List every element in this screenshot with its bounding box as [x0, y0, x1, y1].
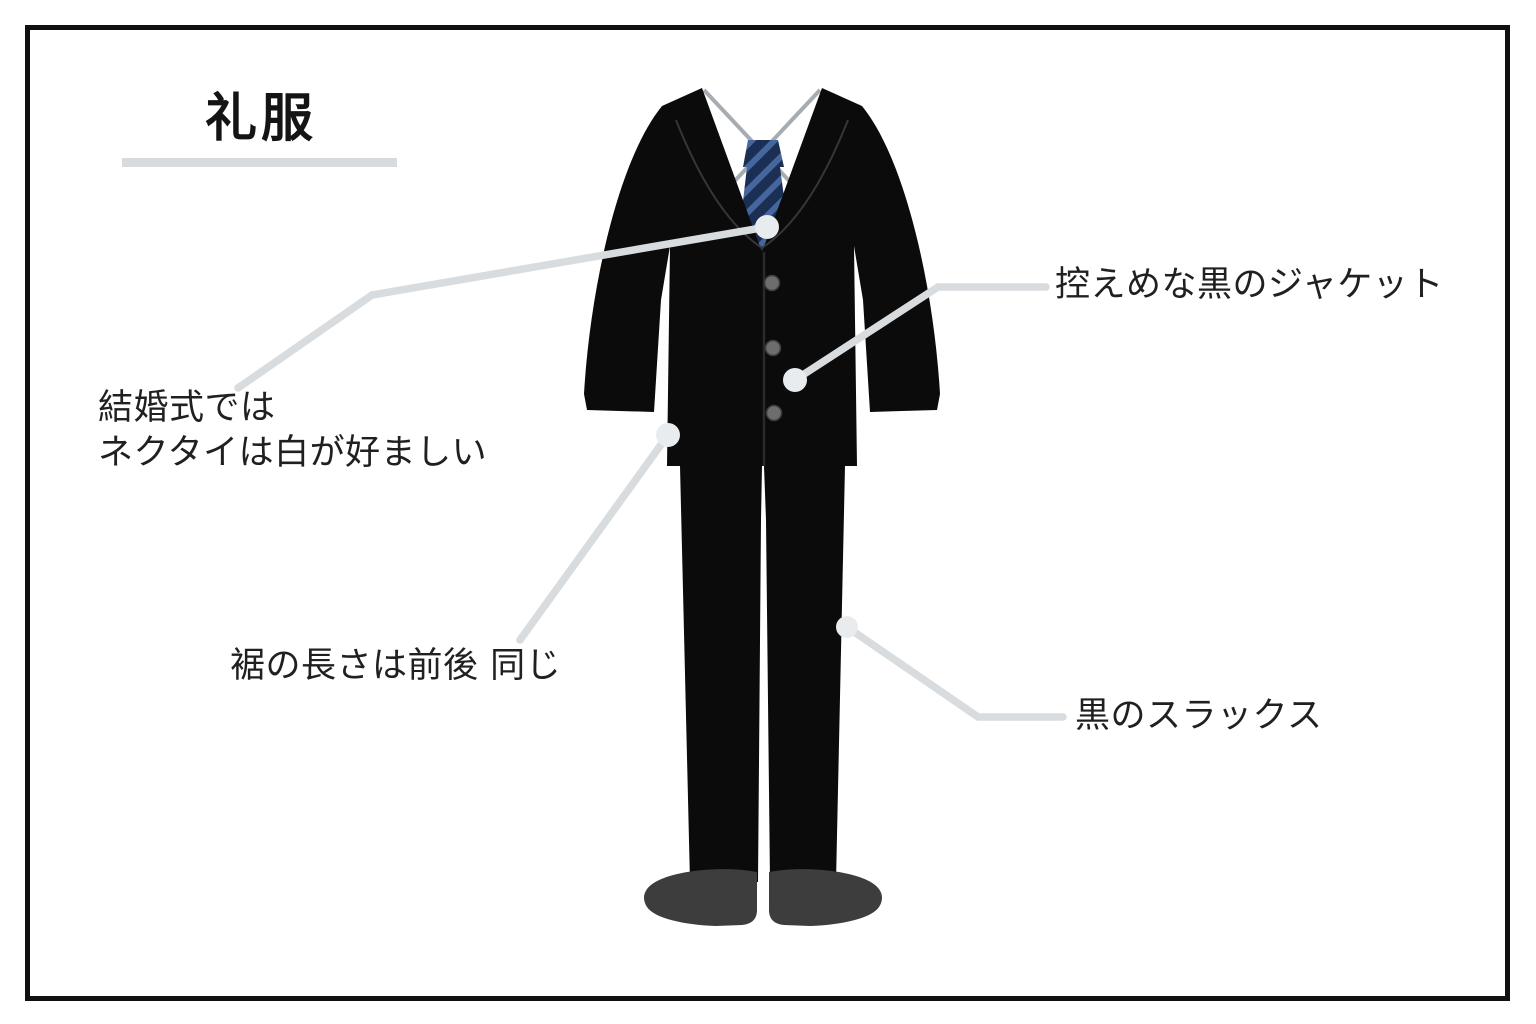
annotation-slacks-note: 黒のスラックス	[1075, 696, 1323, 736]
collar-right-edge	[728, 88, 822, 188]
annotation-hem-note: 裾の長さは前後 同じ	[230, 646, 562, 686]
callout-dot-jacket	[783, 368, 807, 392]
callout-dot-hem	[656, 423, 680, 447]
leader-line-hem-note	[516, 431, 672, 644]
callout-dot-tie	[755, 215, 779, 239]
jacket-button-bottom	[765, 404, 783, 422]
annotation-tie-note: 結婚式では ネクタイは白が好ましい	[98, 386, 487, 476]
callout-dot-slacks	[836, 616, 858, 638]
right-shoe-icon	[769, 869, 883, 926]
leader-line-tie-note	[234, 223, 771, 392]
annotation-jacket-note: 控えめな黒のジャケット	[1055, 265, 1444, 305]
title-underline-bar	[122, 158, 397, 167]
jacket-button-middle	[764, 339, 782, 357]
left-shoe-icon	[643, 869, 757, 926]
slacks-left-leg	[680, 466, 762, 882]
annotation-tie-note-line2: ネクタイは白が好ましい	[98, 433, 488, 473]
leader-line-jacket-note	[791, 283, 1050, 384]
annotation-tie-note-line1: 結婚式では	[98, 388, 276, 428]
leader-line-slacks-note	[843, 623, 1067, 721]
diagram-border	[25, 25, 1510, 1001]
jacket-lapel-right-line	[761, 119, 849, 249]
necktie-knot-icon	[743, 140, 784, 167]
slacks-right-leg	[764, 466, 845, 882]
page-title: 礼服	[205, 89, 318, 149]
jacket	[584, 88, 940, 466]
jacket-lapel-left-line	[675, 119, 763, 249]
jacket-button-top	[763, 274, 781, 292]
